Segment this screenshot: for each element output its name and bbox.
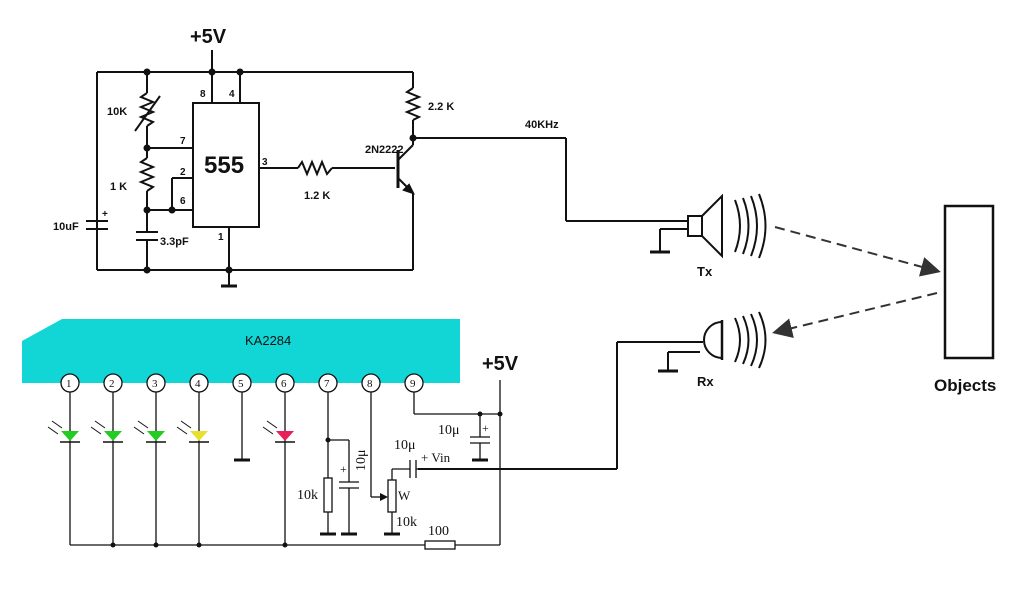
c-small-label: 3.3pF — [160, 236, 189, 248]
led-4-yellow-icon — [176, 420, 209, 443]
c-big-label: 10uF — [53, 221, 79, 233]
objects-label: Objects — [934, 376, 996, 395]
c-top-plus: + — [482, 421, 489, 435]
ka-pin-5: 5 — [238, 378, 244, 390]
c-top-label: 10μ — [438, 423, 460, 438]
ka2284-circuit: KA2284 — [22, 319, 503, 550]
ka-pin-6: 6 — [281, 378, 287, 390]
r-coll-label: 2.2 K — [428, 101, 454, 113]
r-left-label: 10k — [297, 488, 318, 503]
supply-label-bottom: +5V — [482, 353, 519, 375]
ka-pin-9: 9 — [410, 378, 416, 390]
pot-w-label: W — [398, 488, 411, 503]
c-big-plus: + — [102, 209, 108, 220]
oscillator-circuit — [86, 50, 688, 288]
ic-555 — [192, 102, 260, 228]
ka-pin-4: 4 — [195, 378, 201, 390]
pin-4: 4 — [229, 89, 235, 100]
led-2-green-icon — [90, 420, 123, 443]
pot-r-label: 10k — [396, 515, 417, 530]
pin-3: 3 — [262, 157, 268, 168]
supply-label-top: +5V — [190, 26, 227, 48]
led-3-green-icon — [133, 420, 166, 443]
pin-2: 2 — [180, 167, 186, 178]
tx-beam-arrow — [774, 226, 941, 277]
c-mid-label: 10μ — [354, 449, 369, 471]
rx-beam-arrow — [772, 292, 938, 338]
tx-label: Tx — [697, 264, 713, 279]
rx-label: Rx — [697, 374, 714, 389]
r1-label: 1 K — [110, 181, 127, 193]
ka-pin-7: 7 — [324, 378, 330, 390]
c-in-label: 10μ — [394, 438, 416, 453]
ka-pin-2: 2 — [109, 378, 115, 390]
freq-label: 40KHz — [525, 119, 559, 131]
led-6-red-icon — [262, 420, 295, 443]
pin-1: 1 — [218, 232, 224, 243]
transistor-label: 2N2222 — [365, 144, 404, 156]
r-100-label: 100 — [428, 524, 449, 539]
pin-8: 8 — [200, 89, 206, 100]
ka2284-body — [22, 319, 460, 383]
ka-pin-8: 8 — [367, 378, 373, 390]
ka-pin-1: 1 — [66, 378, 72, 390]
tx-speaker-icon — [650, 193, 767, 259]
object-block — [943, 204, 995, 360]
pin-7: 7 — [180, 136, 186, 147]
junction-dots — [143, 68, 417, 274]
led-1-green-icon — [47, 420, 80, 443]
rx-microphone-icon — [418, 311, 767, 470]
ic-555-label: 555 — [204, 152, 244, 179]
c-mid-plus: + — [340, 462, 347, 476]
ka-pin-3: 3 — [152, 378, 158, 390]
ka2284-label: KA2284 — [245, 333, 291, 348]
r-base-label: 1.2 K — [304, 190, 330, 202]
r-var-label: 10K — [107, 106, 127, 118]
pin-6: 6 — [180, 196, 186, 207]
vin-label: + Vin — [421, 450, 451, 465]
